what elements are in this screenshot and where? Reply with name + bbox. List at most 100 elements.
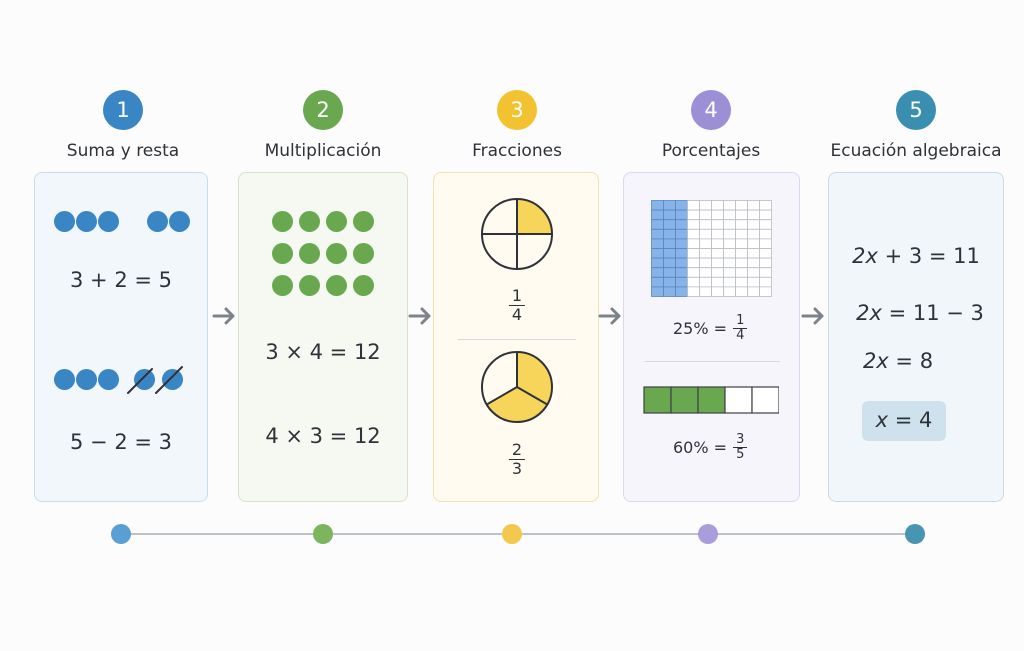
percent-grid-cell bbox=[699, 276, 712, 288]
percent-grid-cell bbox=[711, 209, 724, 221]
percent-grid-cell bbox=[651, 209, 664, 221]
percent-grid-cell bbox=[675, 276, 688, 288]
percent-grid-cell bbox=[675, 209, 688, 221]
step-4-badge: 4 bbox=[691, 90, 731, 130]
step-1-title: Suma y resta bbox=[66, 141, 180, 161]
algebra-line-1: 2x + 3 = 11 bbox=[852, 244, 980, 268]
fraction-divider bbox=[458, 339, 576, 340]
percent-grid-cell bbox=[723, 257, 736, 269]
step-3-badge: 3 bbox=[497, 90, 537, 130]
percent-grid-cell bbox=[687, 200, 700, 211]
percent-grid-cell bbox=[711, 276, 724, 288]
percent-grid-cell bbox=[663, 228, 676, 240]
algebra-line-3: 2x = 8 bbox=[862, 349, 934, 373]
percent-grid-cell bbox=[759, 238, 772, 249]
step-5-title: Ecuación algebraica bbox=[830, 141, 1002, 161]
percent-grid-cell bbox=[735, 238, 748, 249]
step-1-badge: 1 bbox=[103, 90, 143, 130]
percent-grid-cell bbox=[747, 238, 760, 249]
percent-grid-cell bbox=[735, 200, 748, 211]
percent-grid-cell bbox=[711, 248, 724, 259]
percent-grid-cell bbox=[651, 267, 664, 278]
algebra-line-2: 2x = 11 − 3 bbox=[856, 301, 984, 325]
arrow-right-icon bbox=[801, 307, 824, 325]
percent-grid-cell bbox=[747, 248, 760, 259]
timeline-dot-3 bbox=[502, 524, 522, 544]
percent-grid-cell bbox=[735, 228, 748, 240]
percent-grid-cell bbox=[663, 257, 676, 269]
percent-grid-cell bbox=[723, 200, 736, 211]
percent-bar-segment bbox=[724, 386, 753, 414]
percent-grid-cell bbox=[663, 276, 676, 288]
algebra-answer: x = 4 bbox=[875, 408, 933, 432]
percent-grid-cell bbox=[675, 267, 688, 278]
percent-grid-cell bbox=[687, 267, 700, 278]
percent-grid-cell bbox=[687, 286, 700, 297]
percent-divider bbox=[645, 361, 780, 362]
percent-grid-cell bbox=[723, 276, 736, 288]
percent-grid-cell bbox=[687, 238, 700, 249]
percent-grid-cell bbox=[675, 219, 688, 230]
percent-grid-cell bbox=[759, 257, 772, 269]
percent-grid-cell bbox=[699, 248, 712, 259]
fraction-one-quarter: 1 4 bbox=[508, 287, 526, 324]
percent-grid-cell bbox=[699, 257, 712, 269]
percent-grid-cell bbox=[651, 200, 664, 211]
strike-icon bbox=[127, 366, 183, 394]
percent-grid-cell bbox=[735, 248, 748, 259]
subtraction-equation: 5 − 2 = 3 bbox=[70, 430, 172, 454]
percent-bar-segment bbox=[643, 386, 672, 414]
percent-grid-cell bbox=[663, 219, 676, 230]
arrow-right-icon bbox=[212, 307, 235, 325]
percent-grid-cell bbox=[651, 286, 664, 297]
quarter-pie-icon bbox=[481, 198, 553, 270]
percent-grid-cell bbox=[747, 228, 760, 240]
fraction-two-thirds: 2 3 bbox=[508, 441, 526, 478]
percent-grid-cell bbox=[711, 267, 724, 278]
percent-grid-cell bbox=[735, 276, 748, 288]
percent-grid-cell bbox=[711, 228, 724, 240]
percent-grid-cell bbox=[759, 209, 772, 221]
percent-grid-cell bbox=[651, 276, 664, 288]
percent-grid-cell bbox=[651, 257, 664, 269]
percent-grid-cell bbox=[675, 286, 688, 297]
percent-grid-cell bbox=[687, 276, 700, 288]
percent-grid-cell bbox=[663, 286, 676, 297]
percent-grid-cell bbox=[759, 228, 772, 240]
percent-grid-cell bbox=[759, 219, 772, 230]
multiplication-equation-a: 3 × 4 = 12 bbox=[265, 340, 381, 364]
percent-grid-cell bbox=[663, 209, 676, 221]
percent-grid-cell bbox=[651, 238, 664, 249]
percent-grid-cell bbox=[675, 248, 688, 259]
percent-grid-cell bbox=[651, 228, 664, 240]
step-3-title: Fracciones bbox=[472, 141, 562, 161]
percent-grid-cell bbox=[759, 248, 772, 259]
percent-grid-cell bbox=[663, 238, 676, 249]
percent-grid-cell bbox=[723, 267, 736, 278]
percent-grid-cell bbox=[651, 248, 664, 259]
percent-grid-cell bbox=[675, 257, 688, 269]
timeline-dot-4 bbox=[698, 524, 718, 544]
timeline-dot-5 bbox=[905, 524, 925, 544]
percent-bar-segment bbox=[670, 386, 699, 414]
percent-grid-cell bbox=[759, 286, 772, 297]
algebra-answer-highlight bbox=[862, 401, 946, 441]
step-5-badge: 5 bbox=[896, 90, 936, 130]
percent-grid-cell bbox=[747, 219, 760, 230]
percent-grid-cell bbox=[723, 219, 736, 230]
percent-grid-cell bbox=[675, 228, 688, 240]
percent-grid-cell bbox=[675, 238, 688, 249]
percent-grid-cell bbox=[675, 200, 688, 211]
percent-grid-cell bbox=[687, 219, 700, 230]
percent-bar bbox=[643, 386, 779, 414]
percent-grid-cell bbox=[735, 267, 748, 278]
percent-grid-cell bbox=[699, 238, 712, 249]
timeline-dot-2 bbox=[313, 524, 333, 544]
percent-grid-cell bbox=[735, 219, 748, 230]
percent-grid-cell bbox=[663, 200, 676, 211]
step-2-badge: 2 bbox=[303, 90, 343, 130]
percent-grid-cell bbox=[651, 219, 664, 230]
percent-grid-cell bbox=[699, 228, 712, 240]
thirds-pie-icon bbox=[481, 351, 553, 423]
